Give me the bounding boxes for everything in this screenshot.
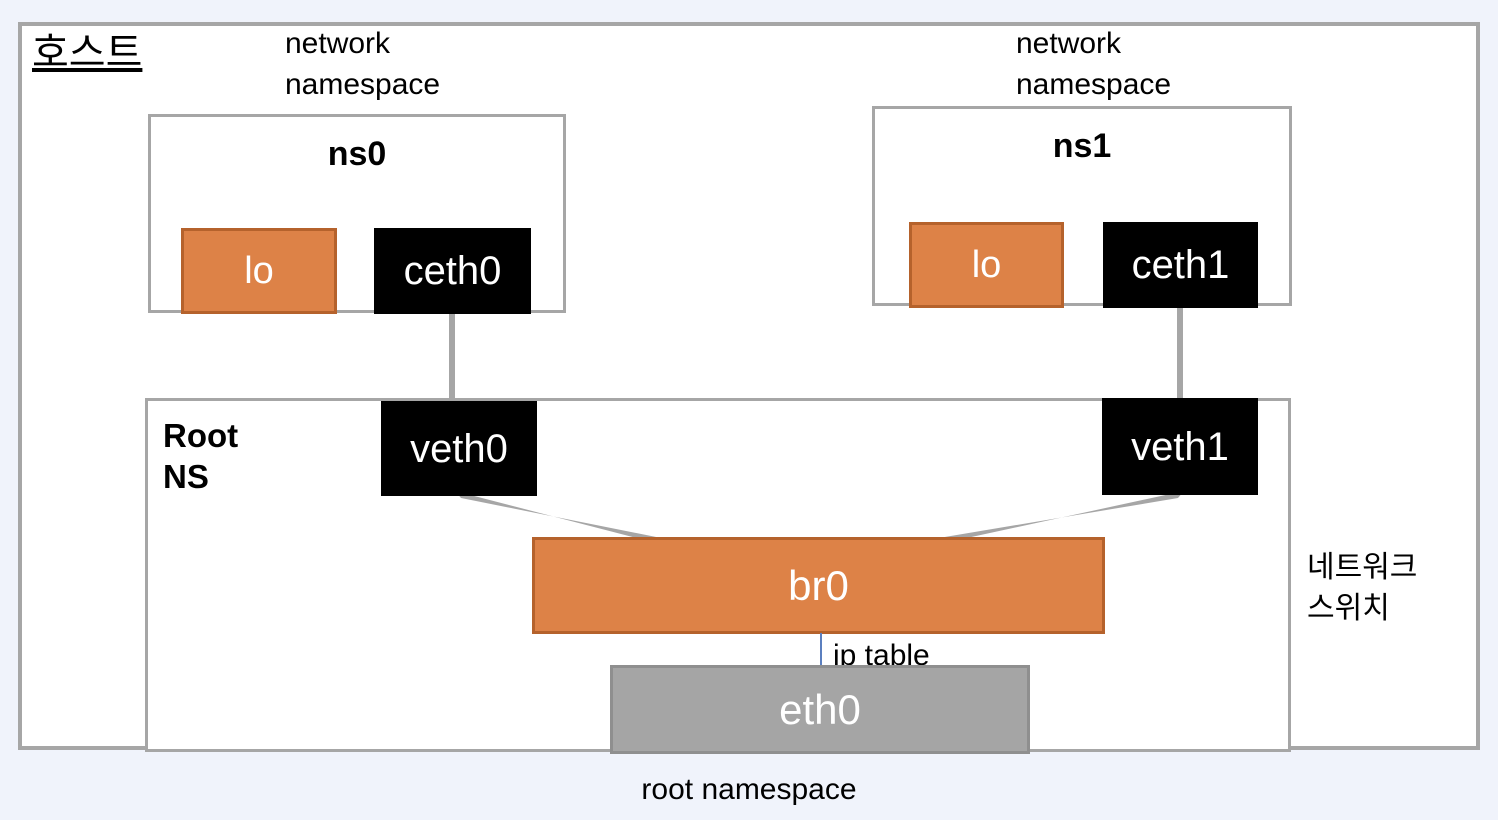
device-br0[interactable]: br0 — [532, 537, 1105, 634]
device-lo-ns1[interactable]: lo — [909, 222, 1064, 308]
bottom-caption: root namespace — [641, 773, 857, 806]
connector-br0-eth0 — [820, 633, 822, 667]
device-label: lo — [244, 250, 274, 292]
connector-ceth1-veth1 — [1177, 303, 1183, 401]
device-label: lo — [971, 244, 1002, 286]
label-network-namespace-right: network namespace — [1016, 27, 1172, 101]
page-title: 호스트 — [32, 31, 143, 75]
device-eth0[interactable]: eth0 — [610, 665, 1030, 754]
label-network-namespace-left: network namespace — [285, 27, 441, 101]
namespace-title-ns1: ns1 — [1052, 127, 1112, 165]
device-veth1[interactable]: veth1 — [1102, 398, 1258, 495]
device-ceth1[interactable]: ceth1 — [1103, 222, 1258, 308]
device-label: br0 — [788, 561, 849, 609]
namespace-title-ns0: ns0 — [327, 135, 387, 173]
device-veth0[interactable]: veth0 — [381, 401, 537, 496]
root-namespace-title: Root NS — [163, 417, 239, 496]
label-network-switch: 네트워크 스위치 — [1307, 551, 1418, 625]
device-label: veth0 — [410, 426, 508, 471]
device-label: ceth0 — [403, 249, 502, 293]
device-label: veth1 — [1131, 424, 1229, 469]
connector-ceth0-veth0 — [449, 310, 455, 405]
device-label: eth0 — [779, 685, 861, 733]
device-ceth0[interactable]: ceth0 — [374, 228, 531, 314]
device-label: ceth1 — [1131, 243, 1230, 287]
device-lo-ns0[interactable]: lo — [181, 228, 337, 314]
